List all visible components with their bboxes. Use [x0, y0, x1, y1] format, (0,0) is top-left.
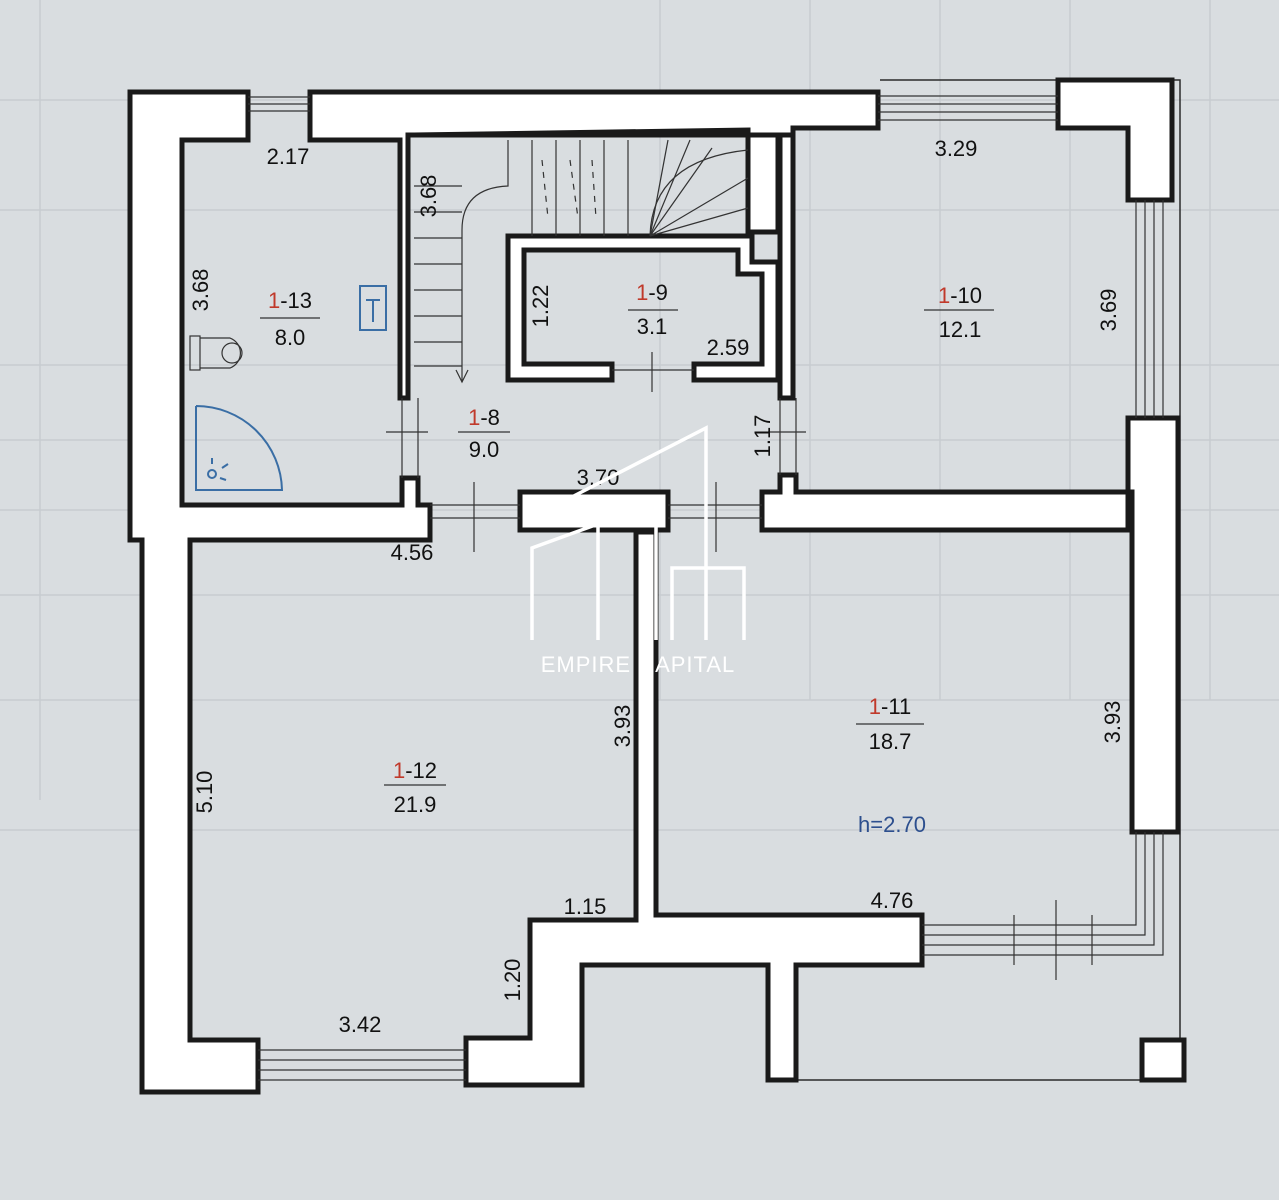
dim-label: 3.93: [1100, 701, 1125, 744]
dim-label: 3.69: [1096, 289, 1121, 332]
room-labels: 1-13 8.0 1-9 3.1 1-10 12.1 1-8 9.0 1-11 …: [268, 280, 982, 837]
toilet-icon: [189, 335, 243, 371]
dim-label: 3.68: [188, 269, 213, 312]
room-1-8-area: 9.0: [469, 437, 500, 462]
dim-label: 1.22: [528, 285, 553, 328]
room-1-11-area: 18.7: [869, 729, 912, 754]
dim-label: 4.56: [391, 540, 434, 565]
dim-label: 3.68: [416, 175, 441, 218]
wall-1-12-1-11: [463, 529, 925, 1088]
room-1-12-area: 21.9: [394, 792, 437, 817]
dim-label: 5.10: [192, 771, 217, 814]
dim-label: 3.93: [610, 705, 635, 748]
dim-label: 2.59: [707, 335, 750, 360]
room-1-10-id: 1-10: [938, 283, 982, 308]
dim-label: 3.42: [339, 1012, 382, 1037]
ceiling-height: h=2.70: [858, 812, 926, 837]
room-1-11-id: 1-11: [869, 694, 911, 719]
column-bottom-right: [1139, 1037, 1187, 1083]
dim-label: 3.29: [935, 136, 978, 161]
wall-top-right-corner: [1055, 77, 1175, 203]
windows: [248, 95, 1164, 1081]
dimension-labels: 2.17 3.68 3.68 1.22 2.59 3.29 3.69 1.17 …: [188, 136, 1125, 1037]
door-marks: [386, 352, 806, 552]
bathroom-fixtures: [189, 285, 387, 491]
stair-block: [413, 127, 781, 235]
watermark-brand: EMPIRE CAPITAL: [541, 652, 736, 677]
dim-label: 2.17: [267, 144, 310, 169]
dim-label: 1.15: [564, 894, 607, 919]
wall-1-10-left: [777, 132, 796, 401]
area-fraction-lines: [260, 309, 994, 786]
wall-top: [307, 89, 881, 401]
wall-1-9: [505, 233, 781, 383]
window-bottom-left: [258, 1049, 466, 1081]
room-1-13-id: 1-13: [268, 288, 312, 313]
staircase: [414, 139, 749, 384]
room-1-9-id: 1-9: [636, 280, 668, 305]
sink-icon: [359, 285, 387, 331]
room-1-8-id: 1-8: [468, 405, 500, 430]
watermark-logo: EMPIRE CAPITAL: [530, 425, 746, 677]
dim-label: 4.76: [871, 888, 914, 913]
room-1-13-area: 8.0: [275, 325, 306, 350]
wall-1-10-bottom: [759, 472, 1131, 533]
wall-left-outer: [127, 89, 433, 1095]
wall-right: [1125, 415, 1181, 835]
window-top-left: [248, 96, 310, 112]
dim-label: 1.17: [750, 415, 775, 458]
stair-dashed-marks: [541, 159, 597, 219]
room-1-9-area: 3.1: [637, 314, 668, 339]
room-1-10-area: 12.1: [939, 317, 982, 342]
dim-label: 1.20: [500, 959, 525, 1002]
window-bottom-right-corner: [922, 832, 1164, 980]
window-top-right: [878, 95, 1058, 121]
window-right: [1135, 200, 1164, 418]
shower-icon: [195, 405, 284, 491]
room-1-12-id: 1-12: [393, 758, 437, 783]
